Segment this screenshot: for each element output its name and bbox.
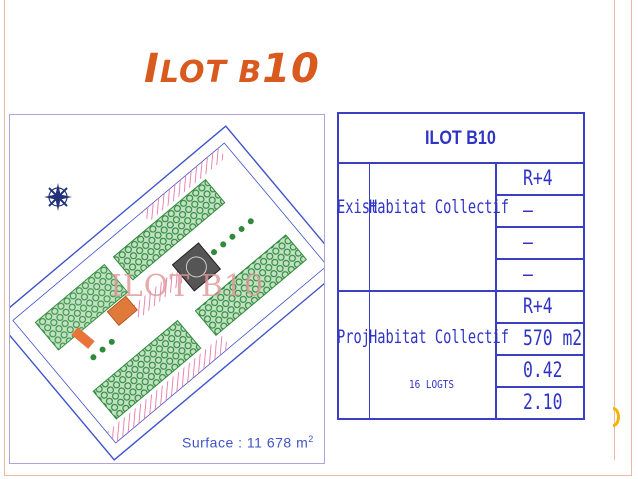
- row-type-exist: Habitat Collectif: [369, 196, 510, 218]
- slide-frame: [4, 0, 632, 476]
- slide-side-line: [614, 0, 615, 460]
- lot-outline: [0, 125, 346, 461]
- row-group-proj: Proj: [337, 326, 370, 348]
- table-rule: [369, 162, 370, 418]
- table-rule: [495, 258, 583, 260]
- table-rule: [495, 226, 583, 228]
- row-group-exist: Exist: [337, 196, 379, 218]
- row-type-proj: Habitat Collectif: [369, 326, 510, 348]
- row-note-proj: 16 LOGTS: [409, 378, 455, 391]
- surface-exponent: 2: [308, 434, 314, 444]
- title-number: 10: [262, 46, 320, 92]
- table-rule: [495, 322, 583, 324]
- table-rule: [495, 162, 497, 418]
- table-rule: [495, 354, 583, 356]
- table-header: ILOT B10: [425, 128, 496, 149]
- value-exist-4: –: [523, 262, 533, 286]
- program-table: ILOT B10 Exist Habitat Collectif R+4 – –…: [337, 112, 585, 420]
- value-proj-3: 0.42: [523, 358, 563, 382]
- value-proj-4: 2.10: [523, 390, 563, 414]
- title-initial: I: [144, 46, 160, 92]
- plan-watermark: ILOT B10: [110, 269, 265, 304]
- table-rule: [495, 194, 583, 196]
- slide-side-bullet: [613, 407, 620, 427]
- value-exist-1: R+4: [523, 166, 553, 190]
- surface-value: Surface : 11 678 m: [182, 434, 309, 451]
- value-exist-2: –: [523, 198, 533, 222]
- compass-icon: [44, 183, 72, 211]
- site-plan: ILOT B10: [0, 114, 346, 464]
- table-rule: [339, 290, 583, 292]
- slide-title: ILOT B10: [144, 46, 320, 92]
- value-exist-3: –: [523, 230, 533, 254]
- table-rule: [495, 386, 583, 388]
- plan-surface-label: Surface : 11 678 m2: [182, 434, 314, 451]
- value-proj-1: R+4: [523, 294, 553, 318]
- value-proj-2: 570 m2: [523, 326, 583, 350]
- site-plan-drawing: [0, 125, 346, 461]
- title-rest: LOT B: [159, 55, 263, 90]
- table-rule: [339, 162, 583, 164]
